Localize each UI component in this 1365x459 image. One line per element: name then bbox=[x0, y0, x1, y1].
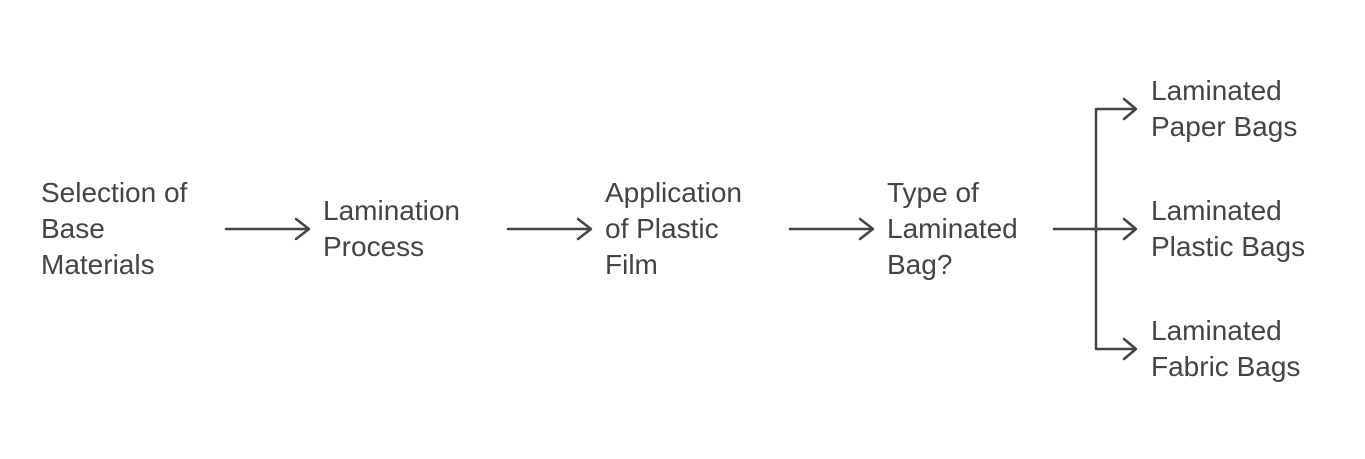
node-label-line: Materials bbox=[41, 249, 155, 280]
node-label-line: Laminated bbox=[887, 213, 1018, 244]
node-label-line: Paper Bags bbox=[1151, 111, 1298, 142]
node-label-line: Plastic Bags bbox=[1151, 231, 1306, 262]
node-label-line: Process bbox=[323, 231, 425, 262]
node-laminated-paper-bags: Laminated Paper Bags bbox=[1151, 73, 1297, 145]
node-type-of-laminated-bag: Type of Laminated Bag? bbox=[887, 175, 1018, 283]
edge-type-to-paper-bags bbox=[1052, 97, 1138, 231]
node-laminated-plastic-bags: Laminated Plastic Bags bbox=[1151, 193, 1305, 265]
node-label-line: Application bbox=[605, 177, 742, 208]
node-label-line: Type of bbox=[887, 177, 979, 208]
node-lamination-process: Lamination Process bbox=[323, 193, 460, 265]
edge-type-to-fabric-bags bbox=[1094, 227, 1138, 361]
node-label-line: Laminated bbox=[1151, 195, 1282, 226]
node-label-line: of Plastic bbox=[605, 213, 719, 244]
node-label-line: Bag? bbox=[887, 249, 953, 280]
node-label-line: Selection of bbox=[41, 177, 188, 208]
node-label-line: Lamination bbox=[323, 195, 460, 226]
node-label-line: Laminated bbox=[1151, 315, 1282, 346]
node-laminated-fabric-bags: Laminated Fabric Bags bbox=[1151, 313, 1300, 385]
edge-selection-to-lamination bbox=[224, 217, 311, 241]
node-selection-of-base-materials: Selection of Base Materials bbox=[41, 175, 187, 283]
edge-lamination-to-application bbox=[506, 217, 593, 241]
node-label-line: Film bbox=[605, 249, 658, 280]
node-label-line: Fabric Bags bbox=[1151, 351, 1301, 382]
node-label-line: Base bbox=[41, 213, 105, 244]
node-application-of-plastic-film: Application of Plastic Film bbox=[605, 175, 742, 283]
edge-type-to-plastic-bags bbox=[1094, 217, 1138, 241]
edge-application-to-type bbox=[788, 217, 875, 241]
node-label-line: Laminated bbox=[1151, 75, 1282, 106]
